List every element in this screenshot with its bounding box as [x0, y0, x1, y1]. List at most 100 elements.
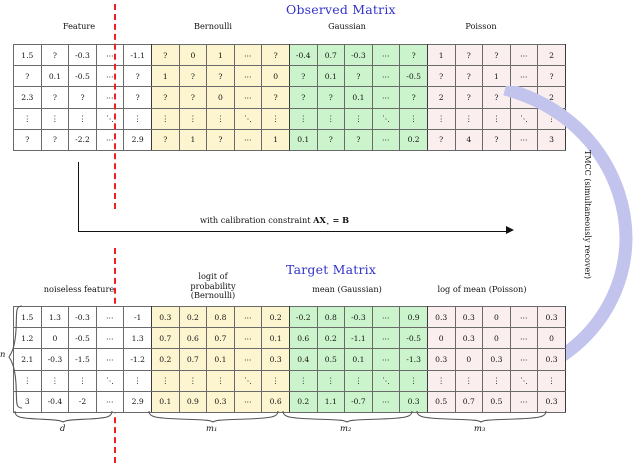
observed-matrix-cell: ? — [206, 65, 235, 88]
target-matrix-cell: 0.7 — [178, 348, 208, 371]
target-matrix-cell: -0.5 — [68, 327, 97, 350]
observed-matrix-row: ⋮⋮⋮⋱⋮⋮⋮⋮⋱⋮⋮⋮⋮⋱⋮⋮⋮⋮⋱⋮ — [13, 107, 566, 130]
target-matrix-cell: 0.7 — [206, 327, 235, 350]
target-matrix-cell: 0.1 — [344, 348, 373, 371]
observed-column-header-feature: Feature — [62, 21, 96, 31]
target-matrix-cell: 0.2 — [261, 305, 290, 329]
target-matrix-cell: 0.1 — [261, 327, 290, 350]
target-matrix-cell: -0.3 — [40, 348, 70, 371]
target-matrix-cell: 2.9 — [123, 390, 152, 413]
observed-matrix-cell: ? — [68, 86, 97, 109]
observed-matrix-cell: 0.1 — [344, 86, 373, 109]
target-column-header-logit-bernoulli: logit of probability (Bernoulli) — [168, 271, 258, 301]
column-dimension-label-m1: m₁ — [206, 423, 218, 433]
target-matrix-cell: ⋮ — [40, 369, 70, 392]
observed-matrix-cell: ? — [316, 128, 346, 151]
target-matrix-cell: 0.1 — [150, 390, 180, 413]
target-matrix-cell: 0.6 — [261, 390, 290, 413]
observed-matrix-cell: ? — [288, 65, 318, 88]
target-matrix-cell: -1.5 — [68, 348, 97, 371]
target-matrix-cell: -1.3 — [399, 348, 428, 371]
observed-matrix-cell: ⋱ — [509, 107, 539, 130]
observed-matrix-cell: ⋯ — [371, 128, 401, 151]
observed-matrix-cell: ⋮ — [178, 107, 208, 130]
target-matrix-cell: ⋮ — [261, 369, 290, 392]
observed-matrix-cell: -2.2 — [68, 128, 97, 151]
target-matrix-cell: -0.3 — [68, 305, 97, 329]
target-matrix-cell: 0.9 — [399, 305, 428, 329]
target-matrix-cell: 0.7 — [150, 327, 180, 350]
target-matrix-cell: ⋯ — [509, 348, 539, 371]
target-matrix-cell: 2.1 — [13, 348, 42, 371]
observed-matrix-cell: ⋱ — [233, 107, 263, 130]
target-matrix-cell: ⋯ — [233, 305, 263, 329]
observed-matrix-cell: ? — [123, 65, 152, 88]
column-dimension-label-d: d — [60, 423, 66, 433]
observed-matrix-cell: 1 — [178, 128, 208, 151]
observed-matrix-cell: 2 — [537, 43, 566, 67]
target-matrix-cell: ⋱ — [371, 369, 401, 392]
target-matrix-cell: ⋯ — [95, 348, 125, 371]
target-matrix-cell: -0.5 — [399, 327, 428, 350]
transform-arrow-line — [78, 231, 510, 232]
target-matrix-cell: 0.6 — [288, 327, 318, 350]
target-matrix-cell: 0.8 — [316, 305, 346, 329]
calibration-constraint-subscript: ⋆ — [325, 220, 330, 228]
observed-matrix-cell: ⋮ — [261, 107, 290, 130]
observed-matrix-cell: 0.1 — [316, 65, 346, 88]
observed-matrix-row: 2.3??⋯???0⋯???0.1⋯?2??⋯2 — [13, 86, 566, 109]
observed-matrix-cell: ? — [40, 128, 70, 151]
observed-matrix-cell: 0.2 — [399, 128, 428, 151]
target-matrix-cell: 1.2 — [13, 327, 42, 350]
target-column-header-log-mean-poisson: log of mean (Poisson) — [437, 284, 527, 294]
observed-matrix-cell: ⋮ — [40, 107, 70, 130]
observed-matrix-cell: ⋮ — [482, 107, 511, 130]
target-matrix-cell: ⋱ — [509, 369, 539, 392]
observed-matrix-cell: ⋯ — [233, 65, 263, 88]
target-matrix-row: ⋮⋮⋮⋱⋮⋮⋮⋮⋱⋮⋮⋮⋮⋱⋮⋮⋮⋮⋱⋮ — [13, 369, 566, 392]
target-matrix-cell: ⋯ — [233, 327, 263, 350]
target-matrix-cell: 0.2 — [150, 348, 180, 371]
target-matrix-cell: ⋯ — [233, 348, 263, 371]
observed-matrix-cell: ? — [426, 65, 456, 88]
target-matrix-cell: ⋮ — [454, 369, 484, 392]
target-matrix-cell: ⋮ — [288, 369, 318, 392]
observed-matrix-cell: ⋯ — [509, 65, 539, 88]
observed-matrix-cell: 1 — [261, 128, 290, 151]
observed-matrix-cell: ⋮ — [399, 107, 428, 130]
target-matrix-cell: 0.3 — [454, 305, 484, 329]
target-matrix-cell: 0 — [40, 327, 70, 350]
target-matrix-cell: 0 — [482, 327, 511, 350]
observed-matrix-cell: 1 — [206, 43, 235, 67]
observed-matrix-title: Observed Matrix — [286, 2, 396, 17]
observed-matrix-cell: ⋱ — [95, 107, 125, 130]
target-header-line-1: logit of — [198, 271, 228, 281]
target-matrix-cell: 0.3 — [426, 348, 456, 371]
target-matrix-cell: ⋯ — [95, 327, 125, 350]
observed-matrix-cell: ? — [344, 128, 373, 151]
observed-matrix-cell: ? — [150, 128, 180, 151]
observed-matrix-cell: ⋯ — [371, 43, 401, 67]
target-matrix-cell: ⋯ — [233, 390, 263, 413]
observed-matrix-cell: 1.5 — [13, 43, 42, 67]
target-matrix-cell: 0.6 — [178, 327, 208, 350]
observed-matrix-cell: 0 — [178, 43, 208, 67]
target-column-header-noiseless-feature: noiseless feature — [43, 284, 115, 294]
target-matrix-cell: ⋮ — [344, 369, 373, 392]
observed-matrix-cell: ? — [399, 43, 428, 67]
target-matrix-cell: ⋮ — [123, 369, 152, 392]
target-matrix-cell: 1.3 — [123, 327, 152, 350]
observed-matrix-cell: 1 — [426, 43, 456, 67]
observed-matrix-cell: 0 — [206, 86, 235, 109]
observed-matrix-cell: ⋯ — [233, 43, 263, 67]
observed-matrix-cell: ⋯ — [95, 65, 125, 88]
observed-matrix-cell: -1.1 — [123, 43, 152, 67]
tmcc-curved-arrow-label: TMCC (simultaneously recover) — [583, 150, 592, 280]
observed-matrix-cell: ? — [482, 128, 511, 151]
